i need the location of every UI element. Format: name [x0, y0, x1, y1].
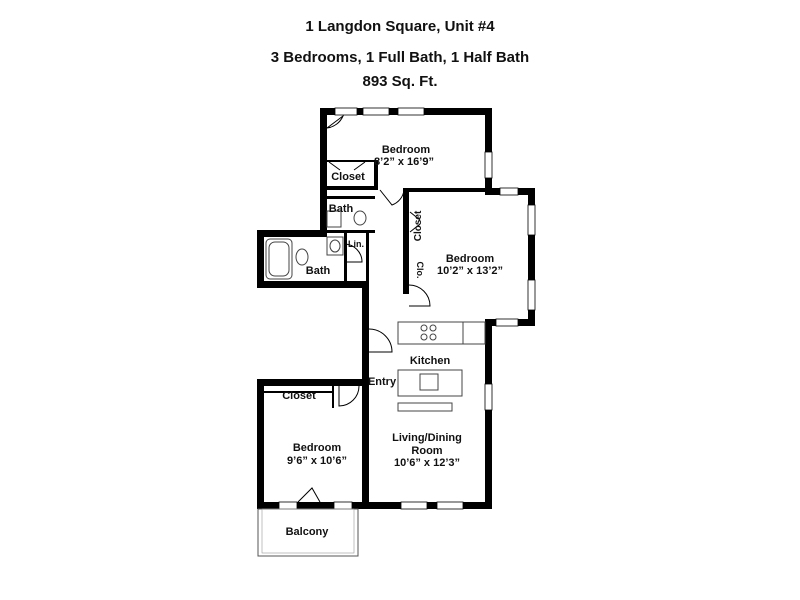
closet-top-label: Closet [331, 171, 365, 183]
closet-right-label: Closet [413, 210, 424, 241]
unit-summary: 3 Bedrooms, 1 Full Bath, 1 Half Bath [270, 49, 530, 66]
listing-title: 1 Langdon Square, Unit #4 [305, 18, 495, 35]
kitchen-counter [397, 321, 464, 345]
half-bath-label: Bath [329, 203, 354, 215]
bedroom-bottom-dims: 9’6” x 10’6” [287, 455, 347, 467]
balcony-label: Balcony [286, 526, 330, 538]
kitchen-sink [419, 373, 439, 391]
kitchen-label: Kitchen [410, 355, 451, 367]
sink-half-bath [326, 210, 342, 228]
windows [278, 107, 536, 510]
entry-label: Entry [368, 376, 397, 388]
fixtures [265, 210, 486, 412]
interior-walls [264, 160, 489, 504]
closet-bottom-label: Closet [282, 390, 316, 402]
closet-right-small-label: Clo. [415, 262, 425, 279]
living-label-line1: Living/Dining [392, 432, 462, 444]
toilet-half-bath [353, 210, 367, 226]
refrigerator [462, 321, 486, 345]
door-swings [297, 114, 431, 503]
linen-closet-label: Lin. [348, 239, 364, 249]
bedroom-top-label: Bedroom [382, 144, 431, 156]
bedroom-bottom-label: Bedroom [293, 442, 342, 454]
bedroom-right-dims: 10’2” x 13’2” [437, 265, 503, 277]
living-dims: 10’6” x 12’3” [394, 457, 460, 469]
living-label-line2: Room [411, 445, 442, 457]
toilet-full-bath [295, 248, 309, 266]
square-footage: 893 Sq. Ft. [362, 73, 438, 90]
full-bath-label: Bath [306, 265, 331, 277]
bedroom-right-label: Bedroom [446, 253, 495, 265]
bedroom-top-dims: 8’2” x 16’9” [374, 156, 434, 168]
